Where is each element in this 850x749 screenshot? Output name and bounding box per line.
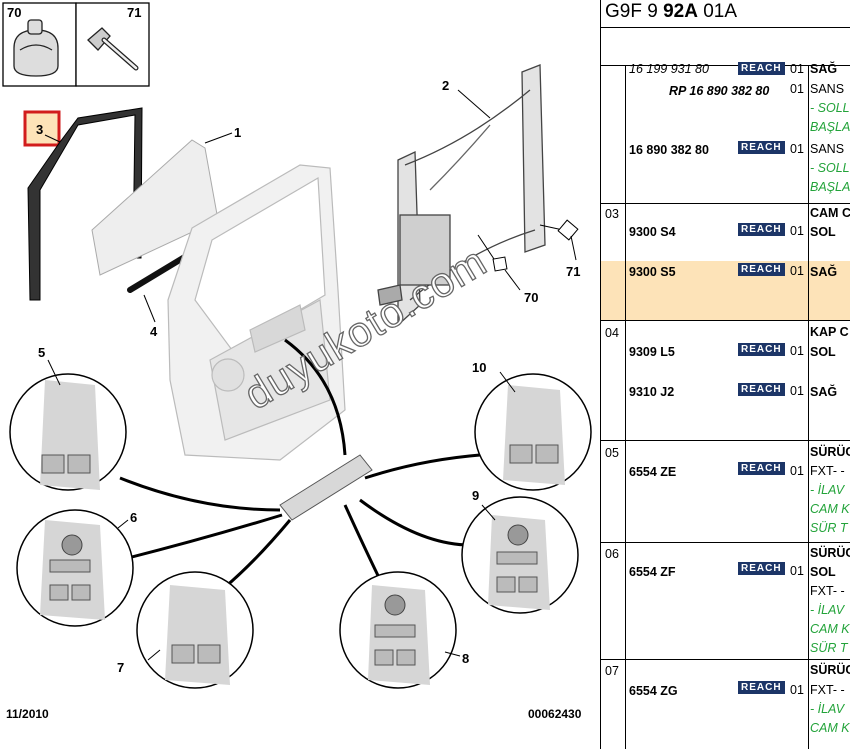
callout-7: 7 [117, 660, 124, 675]
reach-badge: REACH [738, 141, 785, 154]
callout-6: 6 [130, 510, 137, 525]
switch-circle-6 [16, 509, 134, 627]
part-number[interactable]: 16 890 382 80 [629, 143, 709, 157]
qty: 01 [790, 564, 804, 578]
qty: 01 [790, 224, 804, 238]
row-index: 07 [605, 664, 619, 678]
callout-9: 9 [472, 488, 479, 503]
qty: 01 [790, 142, 804, 156]
callout-5: 5 [38, 345, 45, 360]
part-number[interactable]: 6554 ZE [629, 465, 677, 479]
part-number[interactable]: 6554 ZG [629, 684, 678, 698]
parts-table: G9F 9 92A 01A 16 199 931 80 REACH 01 SAĞ… [600, 0, 850, 749]
desc: KAP C [810, 325, 849, 339]
reach-badge: REACH [738, 343, 785, 356]
desc: - İLAV [810, 603, 845, 617]
row-index: 06 [605, 547, 619, 561]
qty: 01 [790, 264, 804, 278]
desc: SOL [810, 225, 836, 239]
qty: 01 [790, 683, 804, 697]
part-number[interactable]: 6554 ZF [629, 565, 676, 579]
desc: SOL [810, 565, 836, 579]
part-number-selected[interactable]: 9300 S5 [629, 265, 676, 279]
window-regulator [377, 64, 546, 327]
qty: 01 [790, 62, 804, 76]
callout-71: 71 [566, 264, 580, 279]
switch-circle-10 [474, 373, 592, 491]
part-number[interactable]: 16 199 931 80 [629, 62, 709, 76]
desc: SAĞ [810, 265, 838, 279]
desc: SÜR T [810, 641, 848, 655]
callout-71-inset: 71 [127, 5, 141, 20]
window-glass [91, 139, 219, 276]
desc: - İLAV [810, 483, 845, 497]
part-number[interactable]: RP 16 890 382 80 [669, 84, 770, 98]
callout-3-highlight [23, 110, 61, 147]
callout-4: 4 [150, 324, 158, 339]
desc: CAM C [810, 206, 850, 220]
callout-70-inset: 70 [7, 5, 21, 20]
row-index: 03 [605, 207, 619, 221]
reach-badge: REACH [738, 223, 785, 236]
callout-3: 3 [36, 122, 43, 137]
desc: SANS [810, 82, 845, 96]
desc: SAĞ [810, 62, 838, 76]
desc: SAĞ [810, 385, 838, 399]
desc: - SOLL [810, 101, 850, 115]
switch-circle-8 [339, 571, 457, 689]
reach-badge: REACH [738, 462, 785, 475]
reach-badge: REACH [738, 681, 785, 694]
switch-circle-9 [461, 496, 579, 614]
desc: CAM K [810, 502, 850, 516]
desc: FXT- - [810, 464, 845, 478]
diagram-ref-code: 00062430 [528, 707, 582, 721]
desc: SÜRÜC [810, 546, 850, 560]
clip-icon [13, 19, 59, 77]
switch-circle-7 [136, 571, 254, 689]
desc: SÜRÜC [810, 663, 850, 677]
desc: SANS [810, 142, 845, 156]
qty: 01 [790, 82, 804, 96]
desc: FXT- - [810, 683, 845, 697]
reach-badge: REACH [738, 263, 785, 276]
part-number[interactable]: 9310 J2 [629, 385, 675, 399]
desc: - İLAV [810, 702, 845, 716]
qty: 01 [790, 464, 804, 478]
desc: CAM K [810, 721, 850, 735]
desc: FXT- - [810, 584, 845, 598]
desc: BAŞLA [810, 120, 850, 134]
qty: 01 [790, 344, 804, 358]
rivet-icon [87, 27, 139, 71]
part-number[interactable]: 9300 S4 [629, 225, 676, 239]
callout-1: 1 [234, 125, 241, 140]
table-title: G9F 9 92A 01A [605, 1, 738, 22]
desc: SÜRÜC [810, 445, 850, 459]
fastener-70-box [492, 256, 508, 272]
row-index: 04 [605, 326, 619, 340]
desc: SOL [810, 345, 836, 359]
callout-70: 70 [524, 290, 538, 305]
part-number[interactable]: 9309 L5 [629, 345, 675, 359]
diagram-date: 11/2010 [6, 707, 49, 721]
reach-badge: REACH [738, 562, 785, 575]
desc: BAŞLA [810, 180, 850, 194]
desc: SÜR T [810, 521, 848, 535]
desc: - SOLL [810, 161, 850, 175]
fastener-71-box [557, 219, 579, 241]
callout-10: 10 [472, 360, 486, 375]
exploded-parts-diagram: 70 71 3 1 4 2 [2, 2, 592, 689]
row-index: 05 [605, 446, 619, 460]
desc: CAM K [810, 622, 850, 636]
main-window-switch-panel [279, 454, 373, 521]
callout-8: 8 [462, 651, 469, 666]
qty: 01 [790, 384, 804, 398]
door-panel [167, 164, 346, 461]
switch-circle-5 [9, 373, 127, 491]
reach-badge: REACH [738, 383, 785, 396]
callout-2: 2 [442, 78, 449, 93]
glass-run-seal [27, 107, 143, 301]
reach-badge: REACH [738, 62, 785, 75]
